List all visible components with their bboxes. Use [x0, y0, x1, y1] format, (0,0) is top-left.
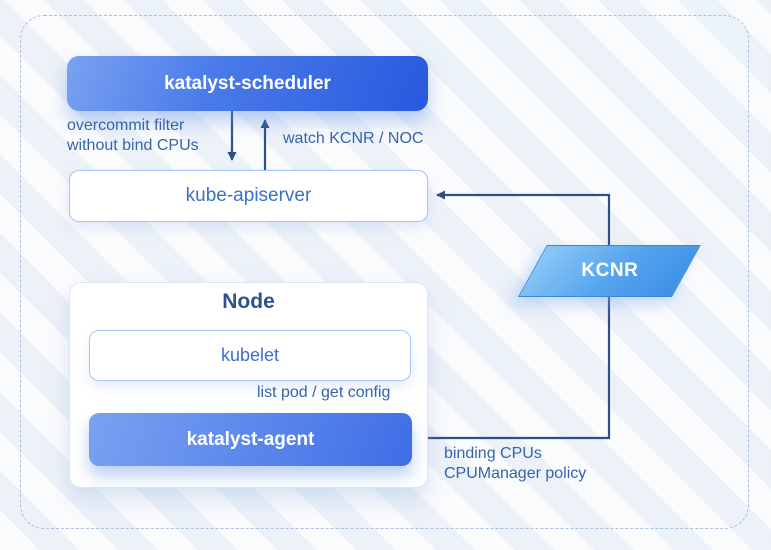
- kubelet-label: kubelet: [220, 345, 280, 365]
- katalyst-agent-label: katalyst-agent: [186, 428, 315, 450]
- kcnr-parallelogram: KCNR: [518, 245, 701, 297]
- edge-label-overcommit-line2: without bind CPUs: [67, 136, 199, 154]
- kube-apiserver-box: kube-apiserver: [69, 170, 428, 222]
- kcnr-label: KCNR: [580, 260, 638, 281]
- katalyst-agent-box: katalyst-agent: [89, 413, 412, 466]
- edge-label-list-pod-get-config: list pod / get config: [257, 384, 391, 401]
- edge-label-binding-line1: binding CPUs: [444, 445, 542, 462]
- node-title: Node: [222, 290, 275, 313]
- dashed-boundary-frame: [20, 15, 749, 529]
- edge-label-binding-line2: CPUManager policy: [444, 464, 587, 482]
- katalyst-scheduler-label: katalyst-scheduler: [164, 72, 331, 94]
- kubelet-box: kubelet: [89, 330, 411, 381]
- edge-label-overcommit-line1: overcommit filter: [67, 117, 185, 134]
- edge-label-binding-cpus: binding CPUs CPUManager policy: [444, 444, 586, 483]
- edge-label-overcommit-filter: overcommit filter without bind CPUs: [67, 116, 199, 155]
- edge-label-watch-kcnr-noc: watch KCNR / NOC: [283, 130, 424, 147]
- arrow-agent-to-apiserver-via-kcnr: [412, 190, 611, 440]
- kube-apiserver-label: kube-apiserver: [185, 185, 312, 206]
- katalyst-scheduler-box: katalyst-scheduler: [67, 56, 428, 111]
